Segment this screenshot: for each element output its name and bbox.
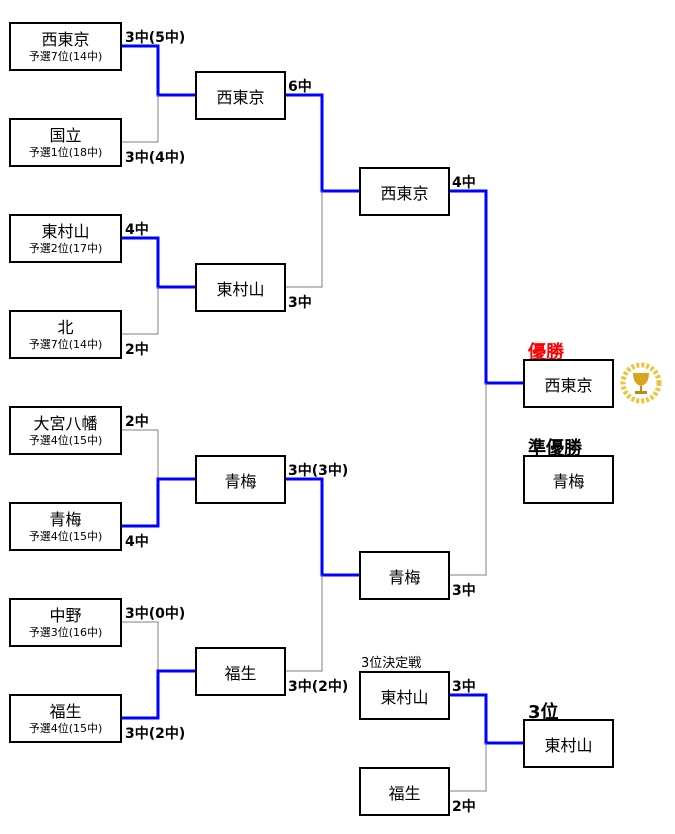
team-name: 青梅 (388, 567, 421, 587)
team-seed: 予選2位(17中) (28, 241, 103, 255)
team-seed: 予選3位(16中) (28, 625, 103, 639)
team-box-r2: 東村山 (195, 263, 286, 312)
team-name: 国立 (49, 125, 82, 145)
line-win (122, 44, 195, 97)
line-lose (450, 743, 487, 792)
team-name: 西東京 (216, 87, 265, 107)
line-lose (450, 383, 487, 576)
line-lose (122, 95, 159, 143)
score: 3中 (452, 679, 476, 695)
line-lose (286, 575, 323, 672)
score: 3中 (288, 295, 312, 311)
line-win (450, 189, 523, 385)
team-name: 大宮八幡 (33, 413, 98, 433)
team-name: 東村山 (41, 221, 90, 241)
score: 2中 (125, 342, 149, 358)
team-name: 青梅 (49, 509, 82, 529)
team-box-r1: 大宮八幡予選4位(15中) (9, 406, 122, 455)
score: 3中(3中) (288, 463, 349, 479)
champion-box: 西東京 (523, 359, 614, 408)
score: 3中(4中) (125, 150, 186, 166)
team-box-r1: 北予選7位(14中) (9, 310, 122, 359)
team-name: 北 (57, 317, 74, 337)
team-seed: 予選1位(18中) (28, 145, 103, 159)
score: 3中(5中) (125, 30, 186, 46)
runnerup-box: 青梅 (523, 455, 614, 504)
team-name: 青梅 (552, 471, 585, 491)
score: 3中 (452, 583, 476, 599)
team-name: 東村山 (380, 687, 429, 707)
third-place-title: 3位決定戦 (361, 656, 422, 671)
line-lose (122, 621, 159, 671)
runnerup-label: 準優勝 (528, 438, 582, 459)
third-place-label: 3位 (528, 702, 559, 723)
team-box-r2: 福生 (195, 647, 286, 696)
third-place-box: 東村山 (523, 719, 614, 768)
team-seed: 予選4位(15中) (28, 529, 103, 543)
team-box-r3: 西東京 (359, 167, 450, 216)
line-win (286, 93, 359, 193)
team-seed: 予選7位(14中) (28, 49, 103, 63)
score: 2中 (125, 414, 149, 430)
team-box-r2: 西東京 (195, 71, 286, 120)
team-box-r1: 国立予選1位(18中) (9, 118, 122, 167)
team-name: 西東京 (544, 375, 593, 395)
team-box-r1: 東村山予選2位(17中) (9, 214, 122, 263)
team-name: 福生 (49, 701, 82, 721)
team-name: 西東京 (380, 183, 429, 203)
score: 3中(2中) (125, 726, 186, 742)
team-box-r2: 青梅 (195, 455, 286, 504)
score: 3中(0中) (125, 606, 186, 622)
team-name: 中野 (49, 605, 82, 625)
team-box-r1: 青梅予選4位(15中) (9, 502, 122, 551)
team-name: 東村山 (216, 279, 265, 299)
line-win (450, 693, 523, 745)
team-seed: 予選4位(15中) (28, 721, 103, 735)
team-name: 福生 (388, 783, 421, 803)
score: 2中 (452, 799, 476, 815)
line-win (122, 669, 195, 720)
score: 4中 (125, 534, 149, 550)
team-name: 西東京 (41, 29, 90, 49)
line-win (286, 477, 359, 577)
line-lose (122, 287, 159, 335)
team-name: 青梅 (224, 471, 257, 491)
team-box-3rd: 東村山 (359, 671, 450, 720)
line-lose (122, 429, 159, 479)
score: 4中 (125, 222, 149, 238)
team-name: 東村山 (544, 735, 593, 755)
team-name: 福生 (224, 663, 257, 683)
team-box-r3: 青梅 (359, 551, 450, 600)
line-win (122, 236, 195, 289)
winner-label: 優勝 (528, 342, 564, 363)
team-seed: 予選7位(14中) (28, 337, 103, 351)
line-lose (286, 191, 323, 288)
team-box-3rd: 福生 (359, 767, 450, 816)
score: 4中 (452, 175, 476, 191)
team-box-r1: 西東京予選7位(14中) (9, 22, 122, 71)
line-win (122, 477, 195, 528)
team-seed: 予選4位(15中) (28, 433, 103, 447)
trophy-icon (620, 362, 662, 404)
score: 6中 (288, 79, 312, 95)
score: 3中(2中) (288, 679, 349, 695)
team-box-r1: 中野予選3位(16中) (9, 598, 122, 647)
team-box-r1: 福生予選4位(15中) (9, 694, 122, 743)
